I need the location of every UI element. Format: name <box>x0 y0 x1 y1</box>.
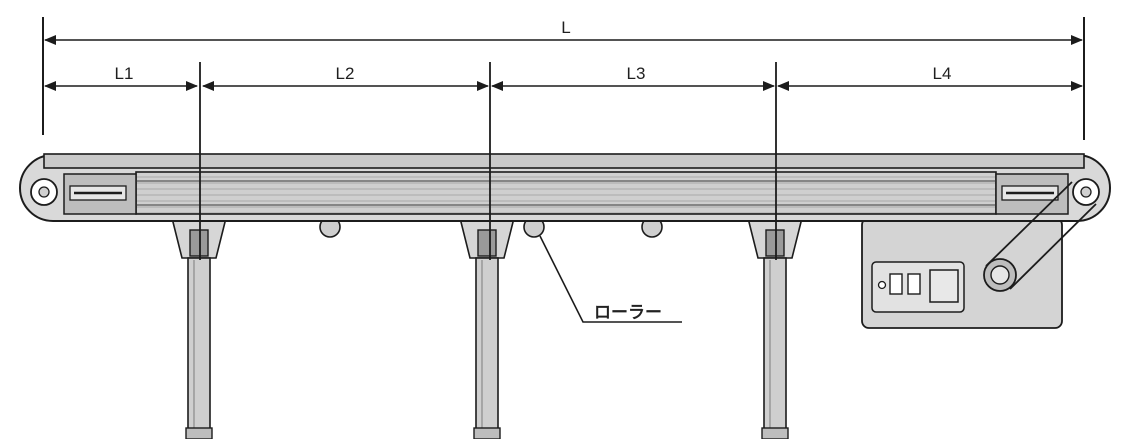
support-leg-2 <box>458 217 516 439</box>
indicator-lamp-icon <box>877 280 887 290</box>
roller-callout: ローラー <box>539 235 682 323</box>
dimension-label-total: L <box>561 18 570 37</box>
leg-center-lines <box>199 62 777 260</box>
speed-dial-box <box>929 269 959 303</box>
callout-leader-line <box>539 235 682 323</box>
head-pulley <box>995 173 1100 215</box>
switch-button-1 <box>889 273 903 295</box>
roller-label: ローラー <box>594 303 662 323</box>
support-leg-3 <box>746 217 804 439</box>
control-panel <box>861 217 1063 329</box>
dimension-label-l3: L3 <box>627 64 646 83</box>
dimension-label-l4: L4 <box>933 64 952 83</box>
drive-belt <box>985 181 1097 290</box>
conveyor-belt <box>135 171 997 215</box>
support-leg-1 <box>170 217 228 439</box>
dimension-lines: L L1 L2 L3 L4 <box>42 17 1085 140</box>
tail-pulley <box>30 173 137 215</box>
dimension-label-l2: L2 <box>336 64 355 83</box>
support-legs <box>170 217 804 439</box>
conveyor-frame <box>19 153 1111 222</box>
switch-button-2 <box>907 273 921 295</box>
dimension-label-l1: L1 <box>115 64 134 83</box>
